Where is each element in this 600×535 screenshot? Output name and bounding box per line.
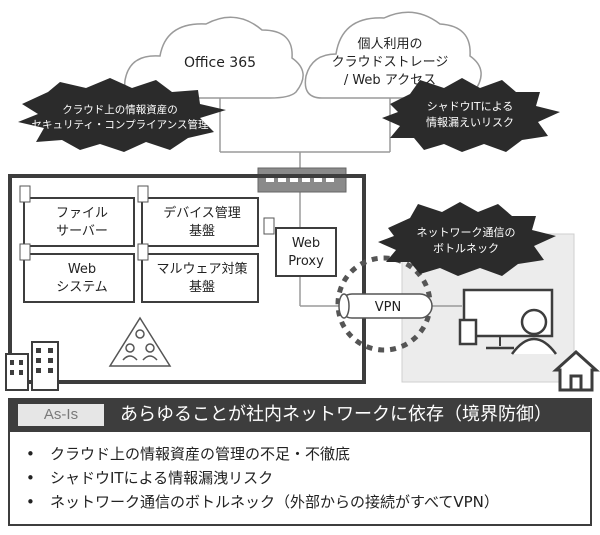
issue-text: ネットワーク通信のボトルネック（外部からの接続がすべてVPN） (50, 493, 499, 511)
callout-network-bottleneck-line1: ネットワーク通信の (417, 226, 516, 239)
web-proxy-label-2: Proxy (288, 254, 324, 269)
issue-item: • ネットワーク通信のボトルネック（外部からの接続がすべてVPN） (26, 490, 590, 514)
personal-cloud: 個人利用の クラウドストレージ / Web アクセス (304, 11, 482, 99)
bullet: • (26, 493, 35, 511)
web-system-label-2: システム (56, 280, 108, 295)
issue-text: クラウド上の情報資産の管理の不足・不徹底 (50, 445, 351, 463)
issues-panel: •クラウド上の情報資産の管理の不足・不徹底 •シャドウITによる情報漏洩リスク … (8, 432, 592, 526)
office365-cloud: Office 365 (124, 16, 304, 99)
callout-shadow-it: シャドウITによる 情報漏えいリスク (382, 78, 560, 152)
web-system-box: Web システム (23, 253, 135, 303)
device-management-label-1: デバイス管理 (163, 205, 241, 221)
callout-cloud-security: クラウド上の情報資産の セキュリティ・コンプライアンス管理 (18, 78, 226, 152)
device-management-box: デバイス管理 基盤 (141, 197, 259, 247)
callout-network-bottleneck: ネットワーク通信の ボトルネック (378, 202, 556, 276)
web-system-label-1: Web (68, 262, 96, 277)
banner-title: あらゆることが社内ネットワークに依存（境界防御） (120, 404, 552, 425)
callout-network-bottleneck-line2: ボトルネック (433, 242, 499, 255)
home-icon (552, 349, 600, 392)
web-proxy-label-1: Web (292, 236, 320, 251)
as-is-badge: As-Is (18, 404, 104, 426)
architecture-diagram: Office 365 個人利用の クラウドストレージ / Web アクセス ファ… (5, 11, 600, 392)
issue-text: シャドウITによる情報漏洩リスク (50, 469, 274, 487)
personal-cloud-line3: / Web アクセス (344, 73, 436, 88)
callout-shadow-it-line2: 情報漏えいリスク (426, 116, 514, 129)
issue-item: • クラウド上の情報資産の管理の不足・不徹底 (26, 442, 590, 466)
server-tower-icon (19, 185, 275, 261)
as-is-banner: As-Is あらゆることが社内ネットワークに依存（境界防御） (8, 398, 592, 432)
bullet: • (26, 445, 35, 463)
device-management-label-2: 基盤 (189, 224, 215, 239)
personal-cloud-line1: 個人利用の (357, 37, 422, 52)
personal-cloud-line2: クラウドストレージ (332, 55, 449, 70)
router-icon (257, 167, 347, 193)
issues-list: •クラウド上の情報資産の管理の不足・不徹底 •シャドウITによる情報漏洩リスク … (10, 432, 590, 514)
issue-item: • シャドウITによる情報漏洩リスク (26, 466, 590, 490)
file-server-label-2: サーバー (56, 224, 108, 239)
bullet: • (26, 469, 35, 487)
callout-cloud-security-line1: クラウド上の情報資産の (62, 103, 178, 116)
corporate-network-boundary (8, 174, 366, 384)
malware-protection-label-2: 基盤 (189, 280, 215, 295)
callout-shadow-it-line1: シャドウITによる (427, 100, 514, 113)
malware-protection-box: マルウェア対策 基盤 (141, 253, 259, 303)
malware-protection-label-1: マルウェア対策 (156, 261, 247, 277)
office365-label: Office 365 (184, 55, 256, 71)
vpn-tunnel: VPN (335, 255, 433, 353)
home-user-icon (510, 308, 558, 355)
web-proxy-box: Web Proxy (275, 227, 337, 277)
users-icon (108, 316, 172, 367)
file-server-label-1: ファイル (56, 206, 108, 221)
vpn-label: VPN (375, 300, 401, 315)
callout-cloud-security-line2: セキュリティ・コンプライアンス管理 (32, 118, 209, 131)
file-server-box: ファイル サーバー (23, 197, 135, 247)
office-building-icon (5, 341, 59, 391)
